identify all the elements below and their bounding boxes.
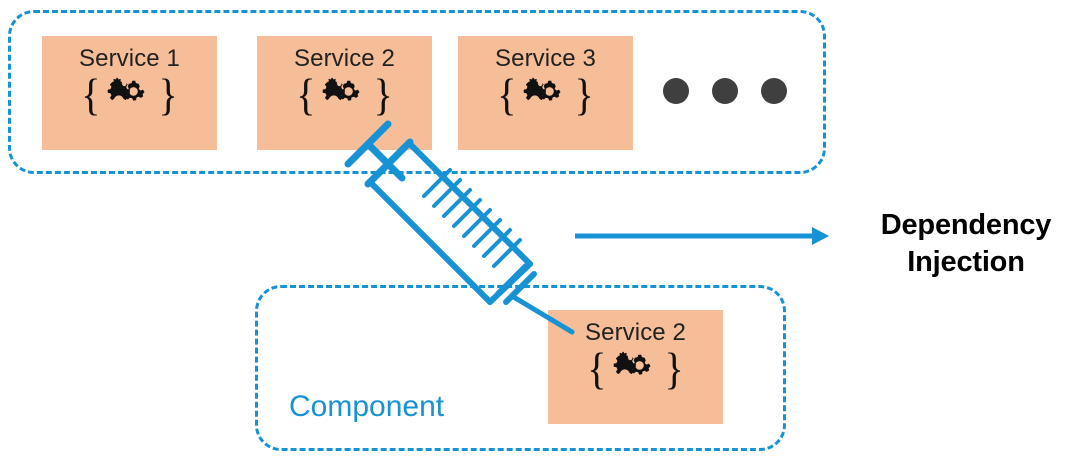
brace-left: {	[497, 68, 517, 120]
gears-icon	[523, 77, 560, 105]
service-glyph: { }	[296, 68, 393, 120]
more-services-ellipsis	[663, 78, 787, 104]
brace-left: {	[296, 68, 316, 120]
brace-right: }	[158, 68, 178, 120]
brace-right: }	[373, 68, 393, 120]
brace-right: }	[574, 68, 594, 120]
gears-icon	[613, 351, 650, 379]
brace-left: {	[587, 342, 607, 394]
gears-icon	[107, 77, 144, 105]
service-title: Service 2	[294, 45, 395, 72]
service-glyph: { }	[81, 68, 178, 120]
brace-left: {	[81, 68, 101, 120]
ellipsis-dot	[712, 78, 738, 104]
brace-right: }	[664, 342, 684, 394]
di-label-line-1: Dependency	[880, 209, 1052, 241]
gears-icon	[322, 77, 359, 105]
service-box-2[interactable]: Service 2 { }	[257, 36, 432, 150]
service-title: Service 2	[585, 319, 686, 346]
service-box-1[interactable]: Service 1 { }	[42, 36, 217, 150]
dependency-injection-label: Dependency Injection	[845, 207, 1087, 280]
service-glyph: { }	[497, 68, 594, 120]
service-box-3[interactable]: Service 3 { }	[458, 36, 633, 150]
component-label: Component	[289, 390, 445, 423]
service-title: Service 3	[495, 45, 596, 72]
injected-service-box[interactable]: Service 2 { }	[548, 310, 723, 424]
ellipsis-dot	[663, 78, 689, 104]
di-label-line-2: Injection	[907, 245, 1025, 278]
service-title: Service 1	[79, 45, 180, 72]
ellipsis-dot	[761, 78, 787, 104]
service-glyph: { }	[587, 342, 684, 394]
arrow-right-icon	[575, 227, 829, 245]
